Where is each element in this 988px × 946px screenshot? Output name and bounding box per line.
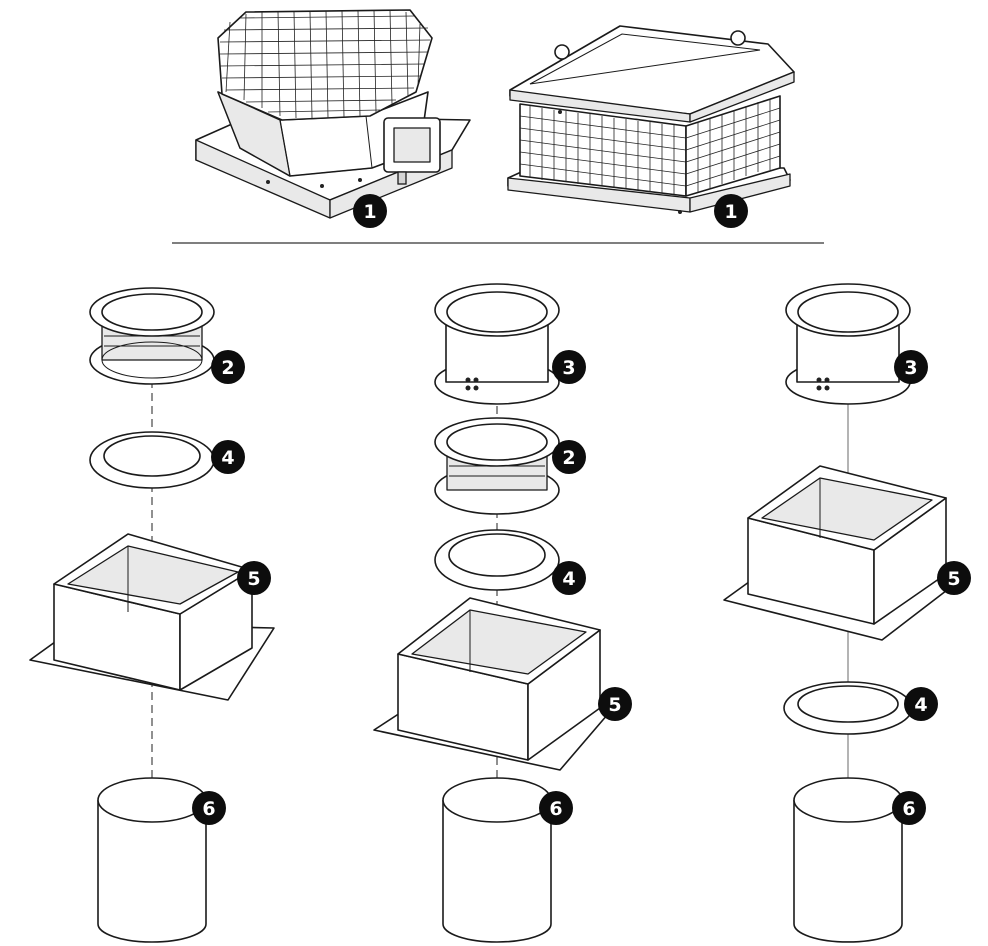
column-c-assembly <box>723 283 969 943</box>
callout-badge-c4: 4 <box>904 687 938 721</box>
callout-badge-b6: 6 <box>539 791 573 825</box>
duct-cylinder <box>793 777 903 943</box>
roof-fan-hexagonal <box>195 9 471 219</box>
callout-label: 2 <box>562 447 575 469</box>
callout-label: 5 <box>947 568 960 590</box>
duct-cylinder <box>442 777 552 943</box>
flange-ring <box>434 529 560 591</box>
callout-label: 6 <box>902 798 915 820</box>
callout-badge-a4: 4 <box>211 440 245 474</box>
roof-curb <box>373 597 621 771</box>
callout-label: 5 <box>608 694 621 716</box>
callout-label: 4 <box>221 447 234 469</box>
callout-badge-a2: 2 <box>211 350 245 384</box>
roof-curb <box>723 465 969 641</box>
callout-badge-1a: 1 <box>353 194 387 228</box>
flexible-connector <box>89 287 215 385</box>
flexible-connector <box>434 417 560 515</box>
callout-label: 3 <box>904 357 917 379</box>
backdraft-damper <box>785 283 911 405</box>
roof-curb <box>29 533 275 701</box>
callout-label: 1 <box>363 201 376 223</box>
callout-label: 6 <box>202 798 215 820</box>
callout-label: 4 <box>562 568 575 590</box>
duct-cylinder <box>97 777 207 943</box>
callout-label: 6 <box>549 798 562 820</box>
callout-badge-c6: 6 <box>892 791 926 825</box>
flange-ring <box>89 431 215 489</box>
callout-badge-c3: 3 <box>894 350 928 384</box>
callout-label: 3 <box>562 357 575 379</box>
callout-badge-b5: 5 <box>598 687 632 721</box>
callout-badge-b4: 4 <box>552 561 586 595</box>
callout-badge-b3: 3 <box>552 350 586 384</box>
callout-label: 5 <box>247 568 260 590</box>
column-a-assembly <box>29 287 275 943</box>
flange-ring <box>783 681 913 735</box>
callout-badge-a5: 5 <box>237 561 271 595</box>
column-b-assembly <box>373 283 621 943</box>
callout-label: 4 <box>914 694 927 716</box>
callout-label: 2 <box>221 357 234 379</box>
roof-fan-box <box>507 25 795 214</box>
callout-label: 1 <box>724 201 737 223</box>
backdraft-damper <box>434 283 560 405</box>
callout-badge-a6: 6 <box>192 791 226 825</box>
callout-badge-b2: 2 <box>552 440 586 474</box>
callout-badge-c5: 5 <box>937 561 971 595</box>
callout-badge-1b: 1 <box>714 194 748 228</box>
